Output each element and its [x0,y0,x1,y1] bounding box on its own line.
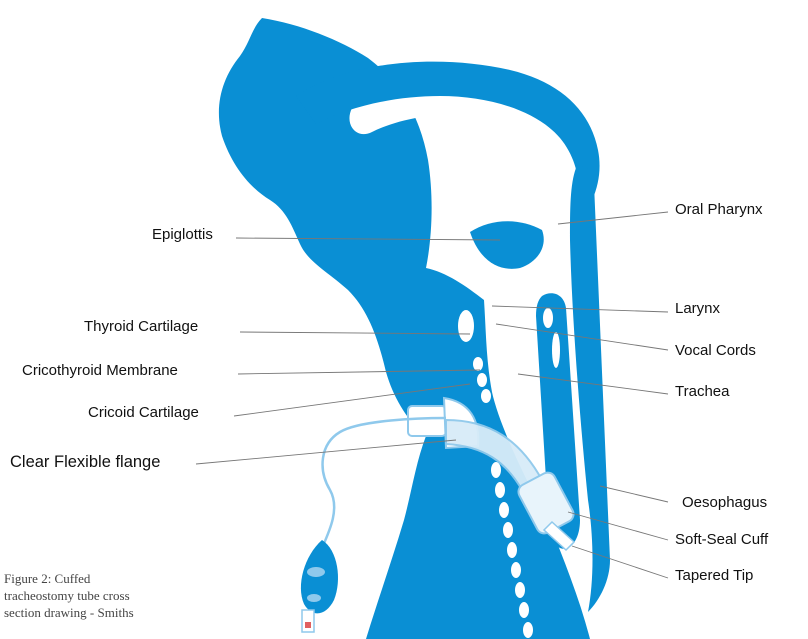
pod-inner-1 [543,308,553,328]
label-trachea: Trachea [675,383,729,401]
thyroid-cartilage-shape [458,310,474,342]
label-tapered-tip: Tapered Tip [675,567,753,585]
label-oral-pharynx: Oral Pharynx [675,201,763,219]
label-thyroid-cartilage: Thyroid Cartilage [84,318,198,336]
label-clear-flexible-flange: Clear Flexible flange [10,453,160,471]
label-cricothyroid-membrane: Cricothyroid Membrane [22,362,178,380]
figure-caption: Figure 2: Cuffed tracheostomy tube cross… [4,570,152,621]
label-oesophagus: Oesophagus [682,494,767,512]
label-cricoid-cartilage: Cricoid Cartilage [88,404,199,422]
label-larynx: Larynx [675,300,720,318]
pod-inner-2 [552,332,560,368]
oesophagus-band [570,167,610,612]
label-vocal-cords: Vocal Cords [675,342,756,360]
label-soft-seal-cuff: Soft-Seal Cuff [675,531,768,549]
label-epiglottis: Epiglottis [152,226,213,244]
pilot-balloon [301,540,338,632]
